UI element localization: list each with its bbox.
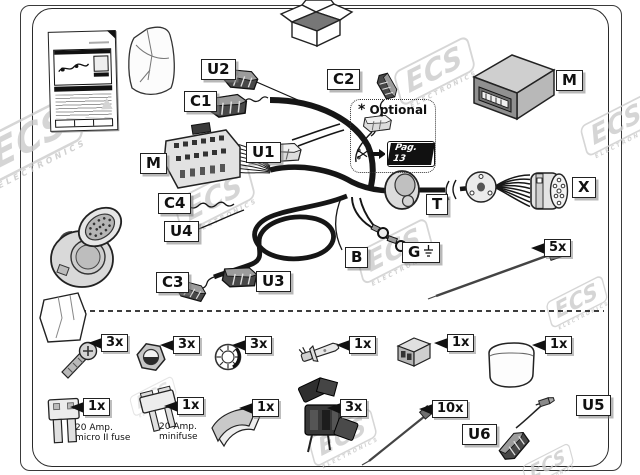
- flange-plate: [465, 171, 497, 203]
- label-m-left: M: [140, 153, 167, 174]
- label-u2: U2: [201, 59, 236, 80]
- label-c3: C3: [156, 272, 190, 293]
- label-x: X: [572, 177, 596, 198]
- qty-cable-tie-top: 5x: [531, 239, 572, 257]
- label-m-right: M: [556, 70, 583, 91]
- connector-sleeve: [396, 337, 432, 367]
- module-m: [472, 54, 556, 121]
- qty-connector-sleeve: 1x: [434, 334, 475, 352]
- spade-terminal: [298, 342, 340, 362]
- warning-band: [54, 85, 113, 92]
- qty-rubber-cover: 1x: [532, 336, 573, 354]
- connector-x-13pin: [530, 172, 569, 210]
- cardboard-box: [279, 0, 354, 48]
- arrow-right-icon: [370, 149, 386, 159]
- label-b: B: [345, 247, 369, 268]
- part-number-line: [88, 41, 110, 44]
- micro-fuse-caption: 20 Amp. micro II fuse: [75, 423, 131, 443]
- label-u3: U3: [256, 271, 291, 292]
- rubber-cover: [488, 342, 535, 388]
- qty-washer: 3x: [232, 336, 273, 354]
- mini-wiring-sketch: [58, 62, 90, 72]
- label-u1: U1: [246, 142, 281, 163]
- ring-terminals: [370, 223, 407, 252]
- grommet-t: [384, 170, 420, 210]
- plastic-bag: [128, 26, 175, 96]
- label-c4: C4: [158, 193, 192, 214]
- socket-13pin: [50, 206, 123, 288]
- instruction-manual: ▲: [47, 30, 119, 132]
- nut: [136, 342, 166, 372]
- qty-bolt: 3x: [88, 334, 129, 352]
- lock-washer: [214, 343, 242, 371]
- warning-triangle-icon: ▲: [100, 93, 113, 112]
- manual-footer: [55, 118, 114, 128]
- qty-cable-tie-bottom: 10x: [419, 400, 469, 418]
- page-reference-tag: Pag. 13: [387, 141, 435, 167]
- label-u6: U6: [462, 424, 497, 445]
- label-g: G: [402, 242, 441, 263]
- page-corner-fold: [106, 30, 116, 40]
- qty-micro-fuse: 1x: [70, 398, 111, 416]
- optional-box: * Optional Pag. 13: [350, 99, 436, 173]
- qty-fuse-holder: 3x: [327, 399, 368, 417]
- label-c2: C2: [327, 69, 361, 90]
- qty-cloth-tape: 1x: [239, 399, 280, 417]
- mini-fuse-caption: 20 Amp. minifuse: [159, 422, 198, 442]
- optional-title: * Optional: [358, 102, 428, 118]
- connector-m-block: [163, 122, 241, 189]
- hardware-bag: [39, 292, 87, 343]
- connector-u6-assembly: [495, 397, 555, 464]
- label-c1: C1: [184, 91, 218, 112]
- connector-c2: [374, 71, 399, 101]
- qty-nut: 3x: [160, 336, 201, 354]
- scissors-icon: [357, 148, 368, 160]
- cloth-tape: [211, 408, 261, 448]
- ground-icon: [424, 245, 434, 257]
- label-t: T: [426, 194, 449, 215]
- label-u5: U5: [576, 395, 611, 416]
- manual-picture: [53, 48, 113, 86]
- qty-mini-fuse: 1x: [164, 397, 205, 415]
- manual-inset-image: [93, 55, 109, 77]
- label-u4: U4: [164, 221, 199, 242]
- qty-spade-terminal: 1x: [336, 336, 377, 354]
